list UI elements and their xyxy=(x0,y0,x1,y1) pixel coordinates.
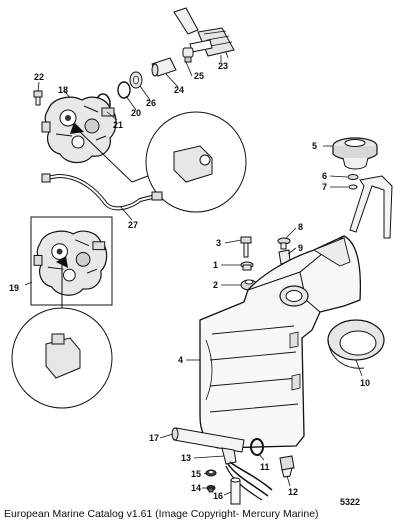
callout-17: 17 xyxy=(149,433,160,443)
callout-11: 11 xyxy=(260,462,270,472)
detail-circle-upper xyxy=(145,111,247,213)
callout-19: 19 xyxy=(9,283,20,293)
callout-1: 1 xyxy=(213,260,219,270)
sensor-13 xyxy=(221,447,273,501)
leader-lines xyxy=(24,55,363,496)
callout-9: 9 xyxy=(298,243,304,253)
washer-20 xyxy=(117,81,131,99)
callout-24: 24 xyxy=(174,85,185,95)
callout-25: 25 xyxy=(194,71,205,81)
callout-16: 16 xyxy=(213,491,224,501)
pin-16 xyxy=(230,477,241,505)
callout-2: 2 xyxy=(213,280,219,290)
callout-7: 7 xyxy=(322,182,328,192)
washer-6 xyxy=(347,174,359,180)
callout-5: 5 xyxy=(312,141,318,151)
callout-27: 27 xyxy=(128,220,139,230)
washer-15 xyxy=(205,469,217,477)
fitting-25 xyxy=(182,47,194,63)
bolt-22 xyxy=(33,90,43,106)
callout-8: 8 xyxy=(298,222,304,232)
bushing-1 xyxy=(240,261,254,271)
callout-22: 22 xyxy=(34,72,45,82)
callout-10: 10 xyxy=(360,378,371,388)
callout-13: 13 xyxy=(181,453,192,463)
callout-15: 15 xyxy=(191,469,202,479)
bolt-3 xyxy=(240,236,252,258)
callout-14: 14 xyxy=(191,483,202,493)
callout-18: 18 xyxy=(58,85,69,95)
bushing-26 xyxy=(129,71,143,89)
callout-3: 3 xyxy=(216,238,222,248)
clamp-11 xyxy=(250,438,264,456)
bracket-strap xyxy=(349,175,393,239)
oil-line-27 xyxy=(41,173,163,211)
fill-cap-5 xyxy=(332,137,378,170)
callout-20: 20 xyxy=(131,108,142,118)
catalog-caption: European Marine Catalog v1.61 (Image Cop… xyxy=(4,508,319,520)
figure-number: 5322 xyxy=(340,497,361,507)
callout-21: 21 xyxy=(113,120,124,130)
seal-ring-10 xyxy=(327,319,385,369)
callout-23: 23 xyxy=(218,61,229,71)
assembly-inset-19 xyxy=(30,216,113,318)
fitting-12 xyxy=(279,455,295,478)
callout-12: 12 xyxy=(288,487,299,497)
callout-4: 4 xyxy=(178,355,184,365)
washer-7 xyxy=(348,184,358,190)
oil-pump-18 xyxy=(41,96,149,183)
screw-8 xyxy=(277,237,291,250)
tube-24 xyxy=(151,57,177,77)
hose-17 xyxy=(171,427,245,453)
detail-circle-lower xyxy=(11,307,113,409)
callout-26: 26 xyxy=(146,98,157,108)
callout-6: 6 xyxy=(322,171,328,181)
